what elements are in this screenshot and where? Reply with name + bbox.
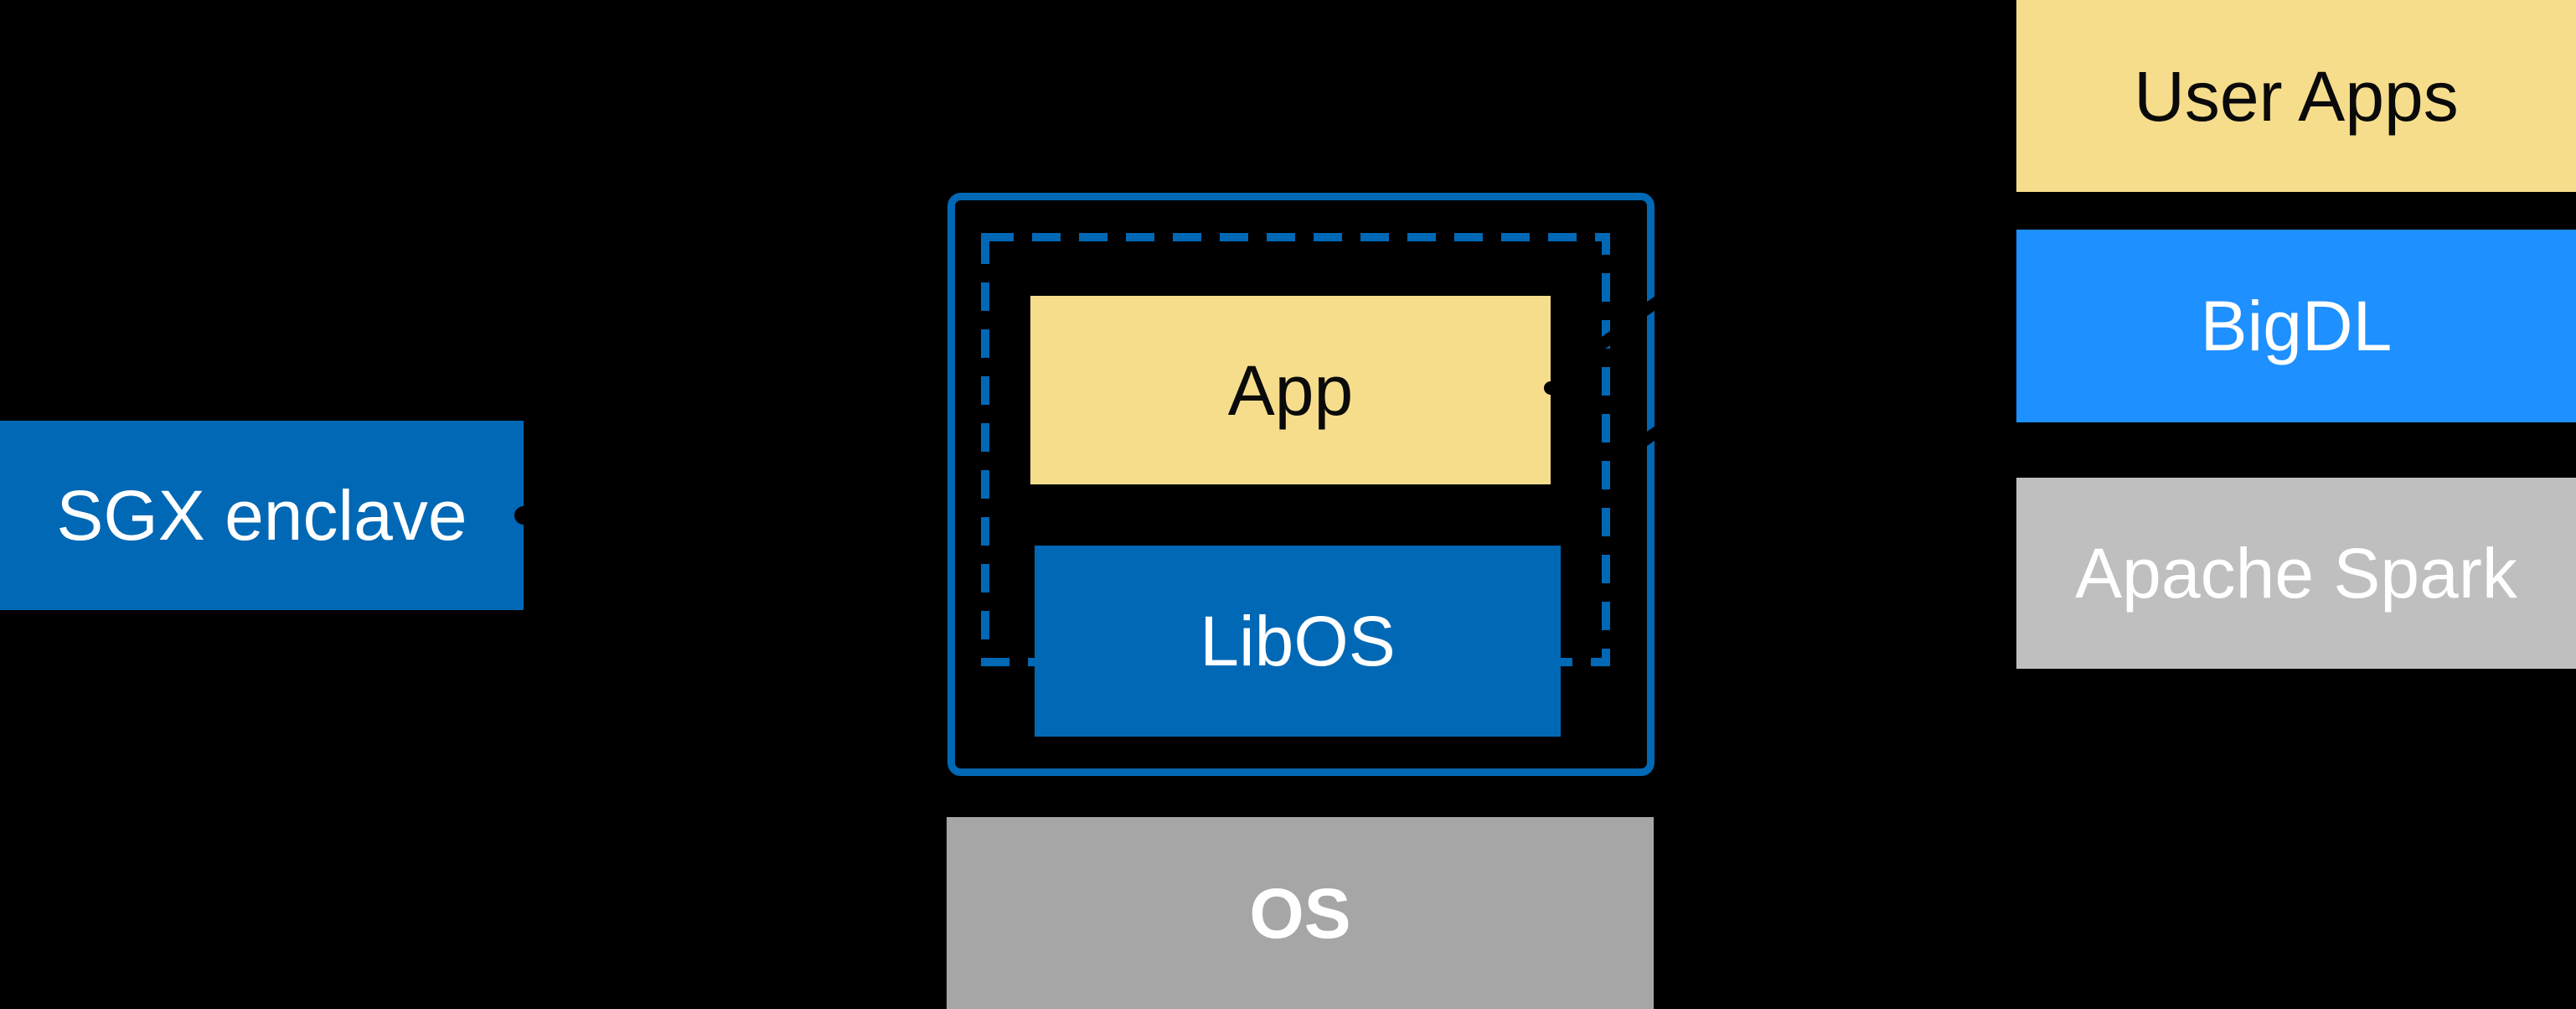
user-apps-label: User Apps: [2134, 56, 2459, 136]
bigdl-label: BigDL: [2200, 287, 2393, 365]
app-box: App: [1030, 296, 1551, 484]
arrow-remnant-dot-sgx: [514, 506, 533, 525]
dashed-border: [981, 233, 1610, 666]
user-apps-box: User Apps: [2016, 0, 2576, 192]
libos-label: LibOS: [1200, 602, 1396, 680]
arrow-remnant-dot-app: [1544, 381, 1557, 395]
sgx-enclave-box: SGX enclave: [0, 421, 524, 610]
bigdl-box: BigDL: [2016, 230, 2576, 422]
apache-spark-box: Apache Spark: [2016, 478, 2576, 669]
apache-spark-label: Apache Spark: [2075, 534, 2517, 613]
os-box: OS: [947, 817, 1654, 1009]
libos-dashed-region: [981, 233, 1610, 666]
enclave-outer-box: [947, 193, 1655, 776]
app-label: App: [1227, 350, 1354, 430]
libos-box: LibOS: [1035, 546, 1561, 737]
sgx-enclave-label: SGX enclave: [56, 476, 467, 555]
os-label: OS: [1249, 873, 1351, 953]
